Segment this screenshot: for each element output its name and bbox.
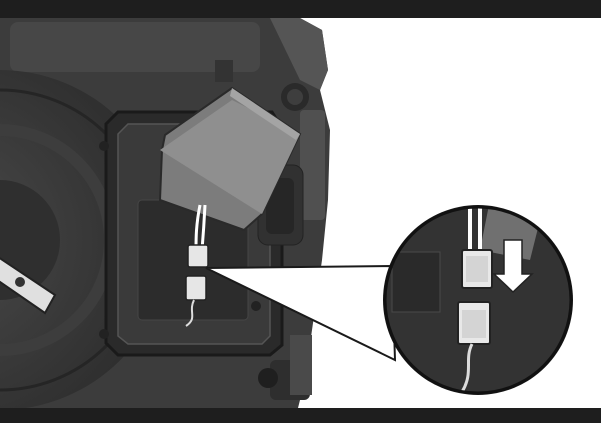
- bottom-frame-bar: [0, 408, 601, 423]
- down-arrow-icon: [492, 239, 534, 294]
- top-frame-bar: [0, 0, 601, 18]
- battery-pack: [158, 86, 302, 232]
- magnifier-callout: [383, 205, 573, 395]
- battery-cable: [185, 204, 209, 327]
